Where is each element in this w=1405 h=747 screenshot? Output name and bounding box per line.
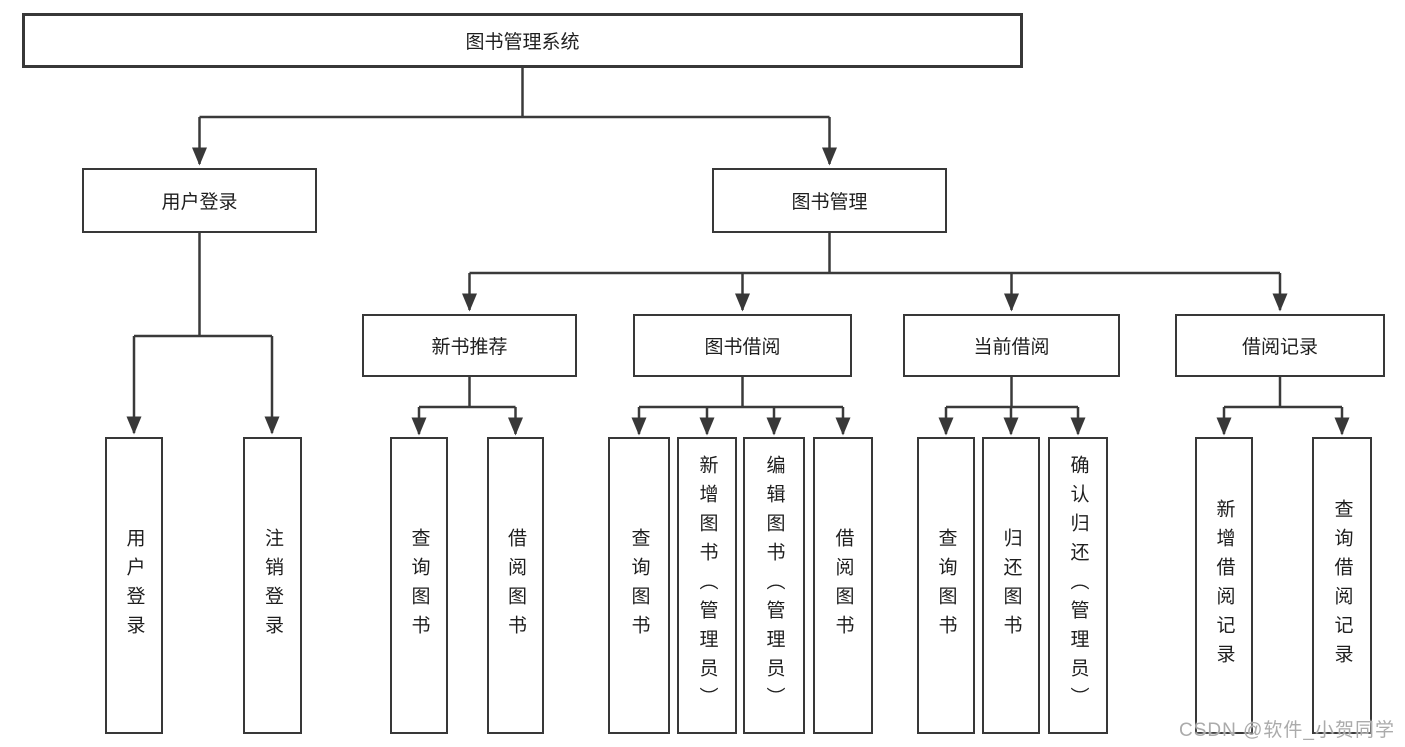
leaf-current-query-book: 查询图书 xyxy=(917,437,975,734)
connector-current-to-leaves xyxy=(938,377,1086,436)
connector-login-to-leaves xyxy=(126,233,280,435)
connector-records-to-leaves xyxy=(1216,377,1350,436)
leaf-user-login: 用户登录 xyxy=(105,437,163,734)
node-book-borrow: 图书借阅 xyxy=(633,314,852,377)
csdn-watermark: CSDN @软件_小贺同学 xyxy=(1179,720,1395,741)
leaf-borrow-add-book-admin: 新增图书（管理员） xyxy=(677,437,737,734)
node-book-management: 图书管理 xyxy=(712,168,947,233)
connector-borrow-to-leaves xyxy=(631,377,851,436)
leaf-recommend-query-book: 查询图书 xyxy=(390,437,448,734)
node-borrow-records: 借阅记录 xyxy=(1175,314,1385,377)
leaf-borrow-borrow-book: 借阅图书 xyxy=(813,437,873,734)
leaf-borrow-query-book: 查询图书 xyxy=(608,437,670,734)
leaf-current-confirm-return-admin: 确认归还（管理员） xyxy=(1048,437,1108,734)
connector-recommend-to-leaves xyxy=(411,377,523,436)
leaf-borrow-edit-book-admin: 编辑图书（管理员） xyxy=(743,437,805,734)
leaf-logout-login: 注销登录 xyxy=(243,437,302,734)
node-new-book-recommend: 新书推荐 xyxy=(362,314,577,377)
connector-root-to-level1 xyxy=(192,68,837,166)
leaf-current-return-book: 归还图书 xyxy=(982,437,1040,734)
connector-management-to-level2 xyxy=(462,233,1288,312)
node-current-borrow: 当前借阅 xyxy=(903,314,1120,377)
leaf-records-add-record: 新增借阅记录 xyxy=(1195,437,1253,734)
node-root-library-system: 图书管理系统 xyxy=(22,13,1023,68)
leaf-recommend-borrow-book: 借阅图书 xyxy=(487,437,544,734)
node-user-login: 用户登录 xyxy=(82,168,317,233)
leaf-records-query-record: 查询借阅记录 xyxy=(1312,437,1372,734)
